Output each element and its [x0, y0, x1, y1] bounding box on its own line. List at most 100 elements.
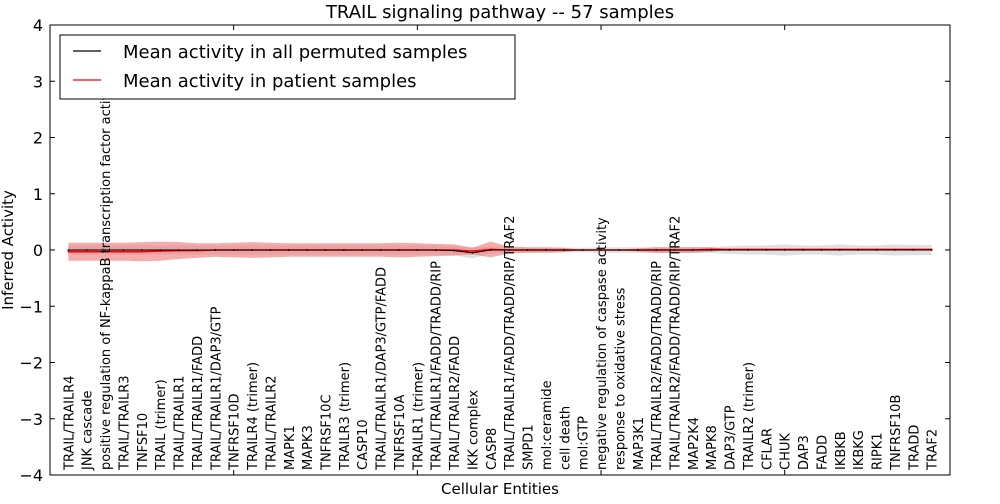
point-series-0	[140, 249, 143, 251]
point-series-0	[489, 249, 492, 251]
x-tick-label: TRAIL/TRAILR2/FADD/TRADD/RIP/TRAF2	[668, 216, 683, 471]
point-series-1	[67, 250, 70, 253]
point-series-0	[398, 249, 400, 251]
point-series-0	[691, 249, 694, 251]
legend-label-permuted: Mean activity in all permuted samples	[123, 42, 467, 63]
point-series-0	[802, 249, 804, 251]
point-series-0	[636, 249, 639, 251]
x-tick-label: TRAF2	[926, 429, 941, 471]
band-series-1	[68, 241, 932, 262]
point-series-0	[471, 251, 474, 254]
x-tick-label: TRAIL/TRAILR2/FADD/TRADD/RIP	[650, 261, 665, 471]
line-series-0	[68, 249, 932, 254]
x-tick-label: TRAIL/TRAILR1/DAP3/GTP/FADD	[375, 267, 390, 471]
point-series-0	[838, 249, 841, 251]
x-tick-label: TNFSF10	[136, 413, 151, 471]
x-tick-label: SMPD1	[522, 424, 537, 470]
x-tick-label: TRAIL/TRAILR1/DAP3/GTP	[209, 306, 224, 471]
point-series-0	[600, 249, 602, 251]
x-tick-label: TRAIL/TRAILR2/FADD	[448, 336, 463, 471]
point-series-1	[122, 250, 125, 253]
x-tick-label: MAPK3	[301, 425, 316, 470]
point-series-0	[655, 249, 658, 251]
x-tick-label: TRAIL/TRAILR1/FADD/TRADD/RIP	[430, 261, 445, 471]
x-tick-label: mol:ceramide	[540, 380, 555, 470]
point-series-0	[342, 249, 345, 251]
x-tick-label: MAPK8	[705, 425, 720, 470]
y-tick-label: 1	[33, 185, 43, 204]
point-series-0	[361, 249, 364, 251]
point-series-0	[269, 249, 272, 251]
point-series-0	[196, 249, 198, 251]
point-series-0	[820, 249, 823, 251]
y-tick-label: 4	[33, 16, 43, 35]
y-tick-label: −3	[19, 410, 43, 429]
x-tick-label: MAP2K4	[687, 417, 702, 470]
point-series-0	[159, 249, 162, 251]
point-series-0	[232, 249, 235, 251]
x-tick-label: negative regulation of caspase activity	[595, 217, 610, 470]
point-series-0	[526, 249, 529, 251]
x-tick-label: IKBKB	[834, 431, 849, 470]
legend: Mean activity in all permuted samples Me…	[59, 34, 516, 100]
x-tick-label: TNFRSF10B	[889, 395, 904, 471]
x-tick-label: TRADD	[907, 425, 922, 471]
x-tick-label: DAP3/GTP	[724, 405, 739, 470]
point-series-1	[471, 250, 474, 253]
point-series-0	[930, 249, 933, 251]
x-tick-label: TNFRSF10C	[320, 394, 335, 471]
point-series-0	[177, 249, 180, 251]
point-series-0	[104, 249, 107, 251]
x-tick-label: IKK complex	[466, 390, 481, 470]
x-tick-label: TRAIL/TRAILR3	[117, 375, 132, 471]
x-tick-label: TRAIL/TRAILR1	[173, 375, 188, 471]
point-series-0	[122, 249, 125, 251]
x-tick-label: MAPK1	[283, 425, 298, 470]
x-tick-label: TRAIL/TRAILR4	[62, 375, 77, 471]
x-tick-label: CASP10	[356, 419, 371, 470]
point-series-0	[287, 249, 290, 251]
chart-title: TRAIL signaling pathway -- 57 samples	[325, 2, 674, 23]
point-series-1	[104, 250, 107, 253]
x-tick-label: positive regulation of NF-kappaB transcr…	[99, 76, 114, 470]
point-series-0	[214, 249, 217, 251]
point-series-0	[85, 249, 88, 251]
point-series-0	[563, 249, 566, 251]
point-series-0	[251, 249, 253, 251]
x-tick-label: FADD	[815, 435, 830, 470]
x-tick-label: TRAIL/TRAILR1/FADD/TRADD/RIP/TRAF2	[503, 216, 518, 471]
x-tick-label: CFLAR	[760, 428, 775, 470]
x-tick-label: JNK cascade	[81, 391, 96, 471]
y-tick-label: −2	[19, 354, 43, 373]
legend-label-patient: Mean activity in patient samples	[123, 71, 417, 92]
point-series-0	[783, 249, 786, 251]
point-series-0	[67, 249, 70, 251]
x-tick-label: TRAILR1 (trimer)	[411, 362, 426, 471]
y-tick-label: 2	[33, 129, 43, 148]
x-tick-label: response to oxidative stress	[613, 287, 628, 470]
point-series-1	[140, 250, 143, 253]
point-series-0	[857, 249, 860, 251]
point-series-0	[710, 249, 713, 251]
x-tick-label: CASP8	[485, 428, 500, 470]
point-series-1	[85, 250, 88, 253]
point-series-0	[618, 249, 621, 251]
point-series-0	[545, 249, 547, 251]
point-series-0	[453, 249, 455, 252]
point-series-0	[728, 249, 731, 251]
y-axis-label: Inferred Activity	[0, 190, 17, 310]
point-series-0	[416, 249, 419, 251]
x-tick-label: TNFRSF10D	[228, 394, 243, 471]
x-tick-label: DAP3	[797, 435, 812, 470]
x-tick-label: TRAILR2 (trimer)	[742, 362, 757, 471]
y-tick-label: 0	[33, 241, 43, 260]
point-series-0	[673, 249, 676, 251]
point-series-0	[893, 249, 896, 251]
legend-box	[59, 34, 516, 100]
x-tick-label: RIPK1	[871, 432, 886, 470]
x-tick-label: cell death	[558, 406, 573, 470]
point-series-0	[379, 249, 382, 251]
point-series-0	[324, 249, 327, 251]
point-series-0	[912, 249, 915, 251]
